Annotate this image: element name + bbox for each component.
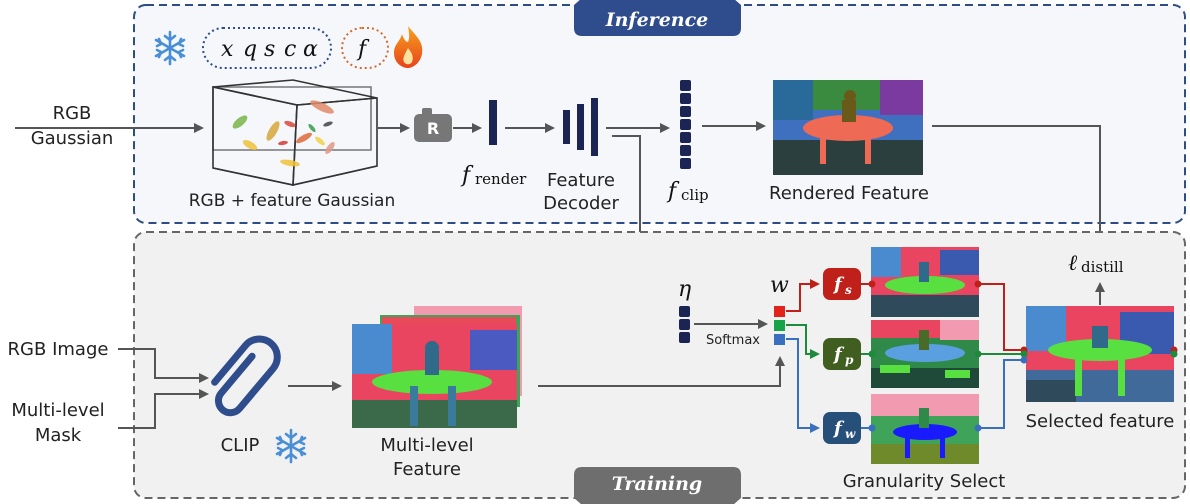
arrow-weight-to-fs	[786, 279, 820, 312]
weight-green	[774, 320, 785, 331]
eta-symbol: η	[678, 277, 691, 302]
rasterizer-badge: R	[414, 108, 452, 142]
multilevel-label-line1: Multi-level	[380, 435, 473, 456]
granularity-image-s	[871, 247, 979, 317]
training-tab: Training	[574, 467, 741, 504]
input-mask-line2: Mask	[35, 425, 82, 446]
flame-icon	[394, 26, 423, 68]
gaussian-params: x q s c α	[221, 37, 318, 62]
clip-label: CLIP	[221, 435, 260, 456]
f-render-sub: render	[475, 170, 527, 188]
selected-connection-dots	[1020, 346, 1178, 364]
granularity-fs-box: f s	[823, 268, 861, 300]
inference-title: Inference	[605, 9, 709, 31]
selected-feature-label: Selected feature	[1026, 411, 1175, 432]
input-rgb-image: RGB Image	[8, 339, 109, 360]
param-c: c	[284, 37, 296, 62]
feature-param-pill	[341, 27, 389, 69]
arrow-multilevel-to-weights	[538, 356, 785, 387]
arrow-rendered-to-loss	[932, 125, 1105, 246]
arrow-image-to-clip	[118, 348, 209, 383]
multilevel-label-line2: Feature	[393, 459, 461, 480]
snowflake-icon	[154, 30, 186, 66]
eta-column	[679, 306, 690, 343]
rendered-feature-image	[773, 80, 923, 175]
gaussian-box	[212, 79, 378, 187]
merge-line-s	[978, 283, 1024, 351]
loss-sub: distill	[1081, 258, 1124, 276]
fp-sub: p	[845, 353, 854, 367]
granularity-fw-box: f w	[823, 412, 861, 444]
granularity-image-p	[871, 320, 979, 388]
weight-red	[774, 306, 785, 317]
gaussian-splats	[232, 100, 335, 167]
loss-symbol: ℓ	[1068, 251, 1078, 276]
f-clip-sub: clip	[681, 186, 709, 204]
f-clip-column	[680, 80, 691, 169]
param-x: x	[221, 37, 234, 62]
merge-line-w	[978, 359, 1024, 429]
f-render-bar	[489, 100, 497, 145]
decoder-label-line1: Feature	[547, 170, 615, 191]
param-s: s	[264, 37, 275, 62]
inference-tab: Inference	[574, 0, 741, 36]
input-rgb-gaussian-line2: Gaussian	[31, 128, 114, 149]
fw-sub: w	[845, 427, 856, 441]
decoder-label-line2: Decoder	[543, 193, 619, 214]
arrow-mask-to-clip	[118, 389, 209, 429]
param-q: q	[243, 37, 257, 62]
param-alpha: α	[303, 37, 318, 62]
selected-feature-image	[1026, 306, 1174, 402]
w-symbol: w	[770, 273, 789, 298]
softmax-label: Softmax	[706, 333, 760, 348]
input-rgb-gaussian-line1: RGB	[53, 103, 92, 124]
granularity-image-w	[871, 394, 979, 464]
granularity-fp-box: f p	[823, 338, 861, 370]
multilevel-feature-stack	[352, 306, 522, 428]
paperclip-icon	[211, 335, 281, 417]
fs-sub: s	[845, 283, 852, 297]
granularity-label: Granularity Select	[843, 471, 1006, 492]
rendered-feature-label: Rendered Feature	[769, 183, 929, 204]
gaussian-box-label: RGB + feature Gaussian	[189, 191, 395, 211]
clip-snowflake-icon	[275, 428, 307, 464]
feature-decoder	[563, 98, 598, 156]
training-title: Training	[612, 473, 702, 495]
arrow-weight-to-fp	[786, 324, 820, 359]
rasterizer-label: R	[427, 119, 439, 138]
input-mask-line1: Multi-level	[11, 400, 104, 421]
weight-blue	[774, 334, 785, 345]
arrow-weight-to-fw	[786, 338, 820, 433]
